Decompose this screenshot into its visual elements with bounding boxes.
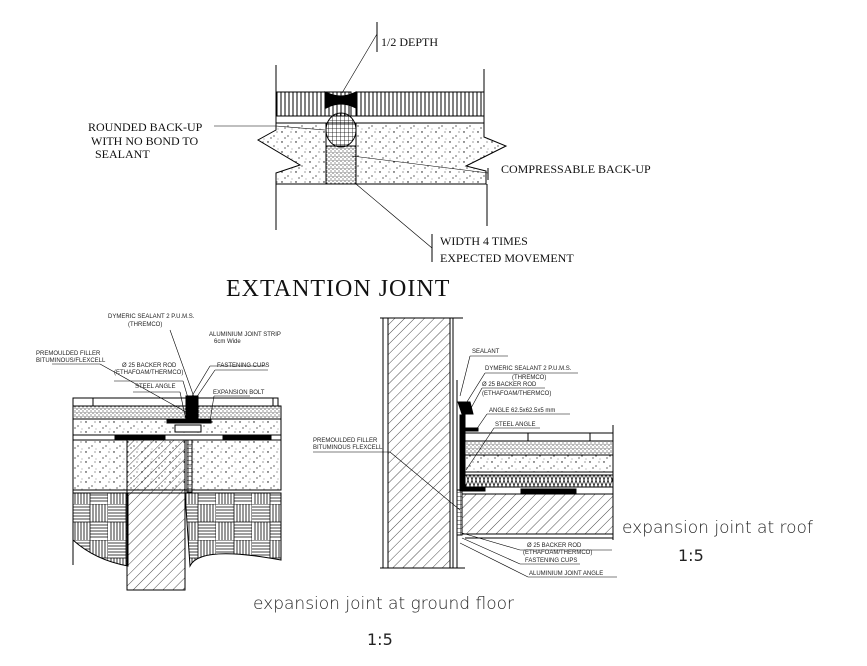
label-alu-strip-2: 6cm Wide (214, 339, 241, 345)
rounded-backup-rod (325, 112, 357, 148)
caption-roof: expansion joint at roof (622, 518, 813, 538)
label-premoulded-2: BITUMINOUS FLEXCELL (313, 445, 383, 451)
label-backer-1: Ø 25 BACKER ROD (122, 363, 177, 369)
screed-layer (464, 440, 614, 456)
premoulded-filler (456, 489, 463, 536)
finish-layer-right (355, 91, 485, 117)
label-premoulded-2: BITUMINOUS/FLEXCELL (36, 358, 106, 364)
premoulded-filler (186, 439, 193, 493)
label-backer-1: Ø 25 BACKER ROD (482, 382, 537, 388)
label-dymeric-2: (THREMCO) (128, 322, 162, 328)
insulation-layer (464, 474, 614, 488)
caption-ground-floor: expansion joint at ground floor (253, 594, 514, 614)
detail-extantion-joint: 1/2 DEPTH ROUNDED BACK-UP WITH NO BOND T… (88, 22, 651, 302)
label-premoulded-1: PREMOULDED FILLER (313, 438, 378, 444)
rubble-soling (72, 492, 282, 568)
label-steel-angle: STEEL ANGLE (135, 384, 175, 390)
detail-roof: SEALANT DYMERIC SEALANT 2 P.U.M.S. (THRE… (313, 317, 813, 578)
angle-62 (464, 427, 479, 432)
label-alu-joint-angle: ALUMINIUM JOINT ANGLE (529, 571, 603, 577)
label-expansion-bolt: EXPANSION BOLT (213, 390, 265, 396)
label-rounded-backup-2: WITH NO BOND TO (91, 134, 199, 148)
bearing-pad-right (222, 434, 272, 441)
detail-title: EXTANTION JOINT (226, 276, 450, 302)
label-backer-low-1: Ø 25 BACKER ROD (527, 543, 582, 549)
label-half-depth: 1/2 DEPTH (381, 35, 438, 49)
bearing-pad-left (114, 434, 166, 441)
label-width-1: WIDTH 4 TIMES (440, 234, 528, 248)
label-dymeric-2: (THREMCO) (512, 375, 546, 381)
label-backer-low-2: (ETHAFOAM/THERMCO) (523, 550, 592, 556)
label-backer-2: (ETHAFOAM/THERMCO) (114, 370, 183, 376)
wall-column (126, 439, 186, 591)
label-fastening-cups: FASTENING CUPS (525, 558, 577, 564)
concrete-layer (464, 454, 614, 473)
label-steel-angle: STEEL ANGLE (495, 422, 535, 428)
compressable-backup (325, 145, 357, 185)
detail-ground-floor: DYMERIC SEALANT 2 P.U.M.S. (THREMCO) ALU… (36, 314, 514, 649)
label-rounded-backup-3: SEALANT (95, 147, 150, 161)
scale-ground-floor: 1:5 (367, 630, 393, 649)
steel-angle-vertical (459, 414, 466, 491)
concrete-slab-right (355, 122, 508, 185)
sealant (324, 91, 357, 109)
label-premoulded-1: PREMOULDED FILLER (36, 351, 101, 357)
label-width-2: EXPECTED MOVEMENT (440, 251, 574, 265)
sealant-bead (457, 401, 474, 415)
concrete-slab-left (256, 122, 327, 185)
label-alu-strip-1: ALUMINIUM JOINT STRIP (209, 332, 281, 338)
parapet-wall (387, 317, 451, 569)
label-backer-2: (ETHAFOAM/THERMCO) (482, 391, 551, 397)
label-compressable-backup: COMPRESSABLE BACK-UP (501, 162, 651, 176)
label-rounded-backup-1: ROUNDED BACK-UP (88, 120, 203, 134)
label-sealant: SEALANT (472, 349, 500, 355)
scale-roof: 1:5 (678, 546, 704, 565)
label-fastening-cups: FASTENING CUPS (217, 363, 269, 369)
label-angle-62: ANGLE 62.5x62.5x5 mm (489, 408, 555, 414)
roof-slab (461, 493, 614, 535)
steel-angle (166, 418, 212, 424)
label-dymeric-1: DYMERIC SEALANT 2 P.U.M.S. (485, 366, 572, 372)
bearing-pad (520, 488, 577, 494)
screed-layer (72, 405, 282, 420)
label-dymeric-1: DYMERIC SEALANT 2 P.U.M.S. (108, 314, 195, 320)
